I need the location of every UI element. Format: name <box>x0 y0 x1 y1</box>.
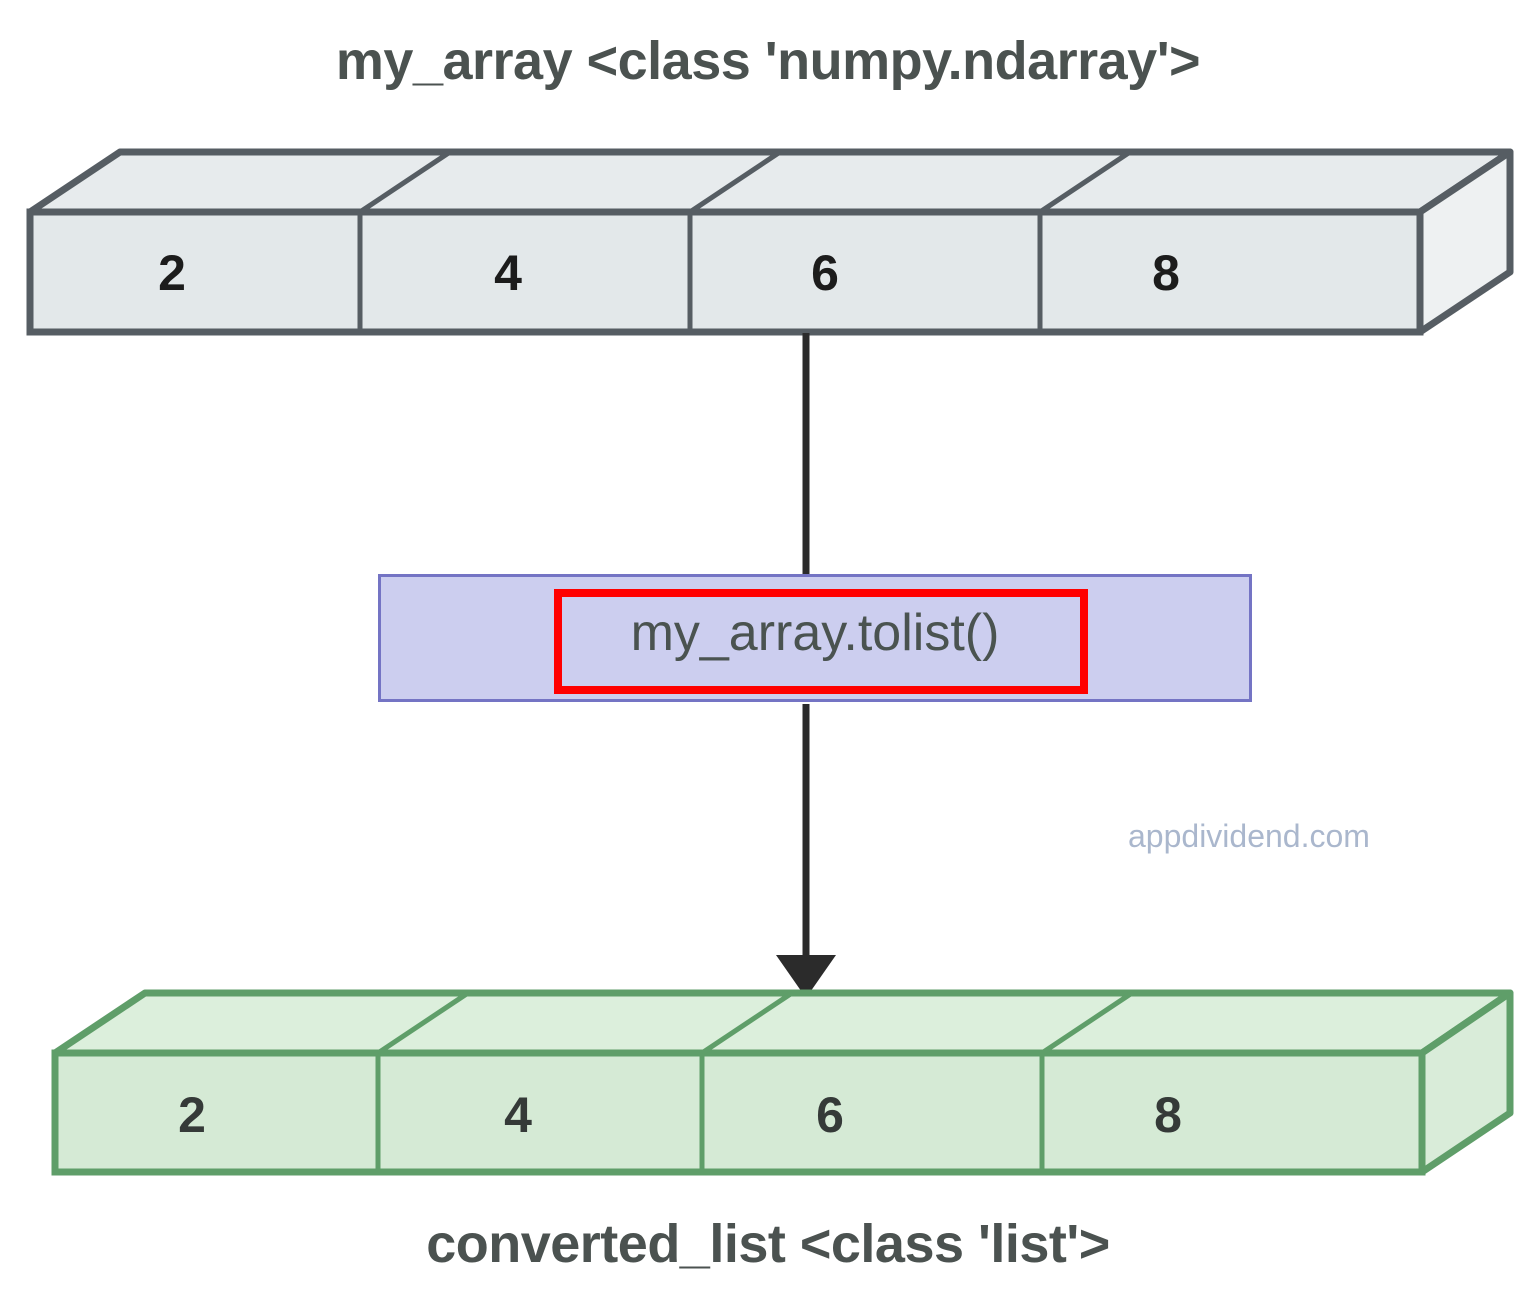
result-array-front-face <box>51 1049 1426 1176</box>
result-array-cell-0: 2 <box>178 1087 206 1143</box>
source-array-title: my_array <class 'numpy.ndarray'> <box>335 31 1201 91</box>
result-array-top-divider-3 <box>1040 990 1134 1056</box>
result-array-cell-3: 8 <box>1154 1087 1182 1143</box>
arrow-head <box>776 955 836 998</box>
source-array-cell-0: 2 <box>158 245 186 301</box>
operation-highlight-outline <box>554 589 1088 694</box>
result-array-top-divider-1 <box>376 990 470 1056</box>
result-array-cell-1: 4 <box>504 1087 532 1143</box>
source-array-top-divider-2 <box>688 149 782 215</box>
source-array-cell-3: 8 <box>1152 245 1180 301</box>
source-array-cell-1: 4 <box>494 245 522 301</box>
watermark-text: appdividend.com <box>1128 818 1370 854</box>
result-array-top-divider-2 <box>700 990 794 1056</box>
source-array-cell-2: 6 <box>811 245 839 301</box>
source-array-box <box>26 148 1514 336</box>
result-array-title: converted_list <class 'list'> <box>426 1214 1110 1274</box>
result-array-box <box>51 989 1514 1176</box>
source-array-front-face <box>26 208 1424 336</box>
operation-label: my_array.tolist() <box>630 604 1000 662</box>
source-array-top-divider-3 <box>1038 149 1132 215</box>
conversion-arrow <box>776 333 836 998</box>
result-array-cell-2: 6 <box>816 1087 844 1143</box>
source-array-top-divider-1 <box>358 149 452 215</box>
